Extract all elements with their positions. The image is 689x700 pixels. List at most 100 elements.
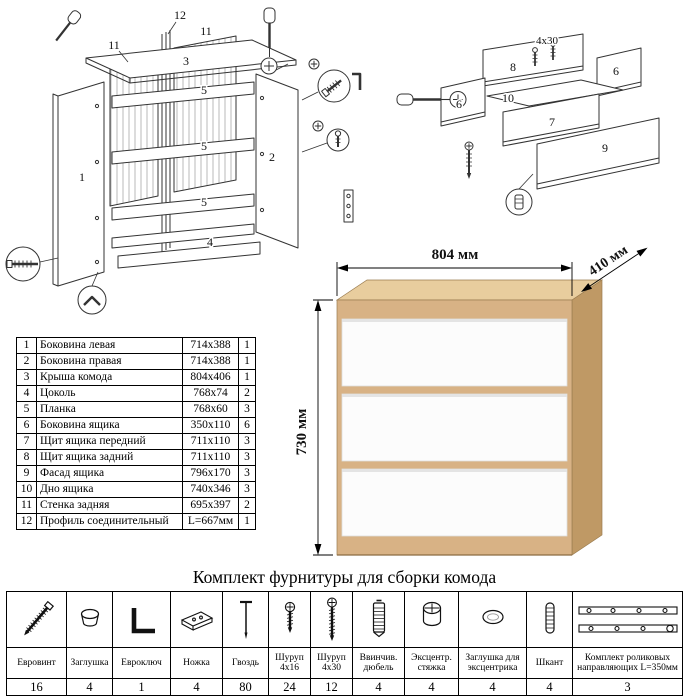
hardware-icon-cell [222,591,269,648]
right-side-panel [255,73,299,249]
part-label: 5 [201,139,207,153]
exploded-chest-diagram: 12 11 11 3 1 2 5 5 5 4 [5,7,362,315]
hardware-name: Эксцентр. стяжка [404,647,459,679]
screw-icon [532,41,556,66]
part-qty-cell: 1 [238,513,256,530]
euroscrew-detail [5,246,59,282]
part-label: 4 [207,235,213,249]
part-qty-cell: 1 [238,337,256,354]
part-num-cell: 2 [16,353,37,370]
part-size-cell: 350х110 [182,417,239,434]
hardware-qty: 1 [112,678,171,696]
hardware-title: Комплект фурнитуры для сборки комода [192,567,497,587]
part-name-cell: Фасад ящика [36,465,183,482]
hardware-icon-cell [112,591,171,648]
hardware-icon-cell [6,591,67,648]
screwdriver-icon [263,7,276,57]
part-label: 11 [200,24,212,38]
hardware-qty: 16 [6,678,67,696]
screw-size-label: 4х30 [536,35,559,47]
part-label: 11 [108,38,120,52]
part-num-cell: 8 [16,449,37,466]
part-name-cell: Дно ящика [36,481,183,498]
screwdriver-icon [55,10,82,42]
corner-bracket-detail [77,271,107,315]
screw-in-dowel-icon [372,599,385,637]
hardware-name: Шуруп 4х30 [310,647,353,679]
euroscrew-icon [23,600,54,635]
part-label: 7 [549,115,555,129]
hardware-qty: 3 [572,678,683,696]
part-label: 5 [201,195,207,209]
drawer-facade-panel [536,117,660,190]
screw-4x16-icon [284,601,295,633]
hardware-name: Ножка [170,647,223,679]
hardware-name: Шкант [526,647,573,679]
drawer-front-panel [502,93,600,147]
phillips-screw-detail [260,57,289,75]
part-name-cell: Щит ящика передний [36,433,183,450]
part-label: 12 [174,8,186,22]
screwdriver-icon [396,93,451,106]
screw-detail [301,128,350,153]
drawer-fronts [341,318,568,537]
hardware-name: Заглушка [66,647,113,679]
hardware-qty: 4 [170,678,223,696]
hardware-qty: 12 [310,678,353,696]
part-size-cell: 711х110 [182,449,239,466]
hexkey-icon [131,607,155,633]
part-qty-cell: 1 [238,369,256,386]
hardware-table: Евровинт Заглушка Евроключ Ножка Гвоздь … [6,591,683,696]
part-label: 3 [183,54,189,68]
part-name-cell: Планка [36,401,183,418]
part-size-cell: 796х170 [182,465,239,482]
part-num-cell: 9 [16,465,37,482]
foot-icon [180,610,213,631]
part-num-cell: 6 [16,417,37,434]
hardware-name: Гвоздь [222,647,269,679]
part-size-cell: L=667мм [182,513,239,530]
hardware-qty: 4 [404,678,459,696]
part-name-cell: Крыша комода [36,369,183,386]
part-num-cell: 3 [16,369,37,386]
part-label: 6 [613,64,619,78]
part-num-cell: 4 [16,385,37,402]
part-size-cell: 740х346 [182,481,239,498]
part-name-cell: Стенка задняя [36,497,183,514]
hardware-qty: 4 [526,678,573,696]
hardware-icon-cell [572,591,683,648]
hardware-section: Комплект фурнитуры для сборки комода [6,567,683,696]
top-panel [85,39,297,84]
cam-lock-icon [422,601,441,626]
cam-plug-icon [481,609,504,624]
hardware-icon-cell [310,591,353,648]
part-qty-cell: 3 [238,433,256,450]
part-size-cell: 768х60 [182,401,239,418]
part-name-cell: Боковина ящика [36,417,183,434]
planks [111,81,255,221]
plinth-boards [111,223,261,269]
part-num-cell: 5 [16,401,37,418]
part-num-cell: 12 [16,513,37,530]
height-dimension: 730 мм [295,409,310,456]
hardware-icon-cell [170,591,223,648]
hardware-icon-cell [268,591,311,648]
part-name-cell: Щит ящика задний [36,449,183,466]
plug-icon [80,608,99,627]
part-size-cell: 695х397 [182,497,239,514]
exploded-drawer-diagram: 4х30 8 6 6 7 10 9 [396,33,660,216]
part-name-cell: Боковина левая [36,337,183,354]
part-size-cell: 714х388 [182,353,239,370]
part-name-cell: Профиль соединительный [36,513,183,530]
hardware-icon-cell [458,591,527,648]
hardware-name: Шуруп 4х16 [268,647,311,679]
part-size-cell: 711х110 [182,433,239,450]
